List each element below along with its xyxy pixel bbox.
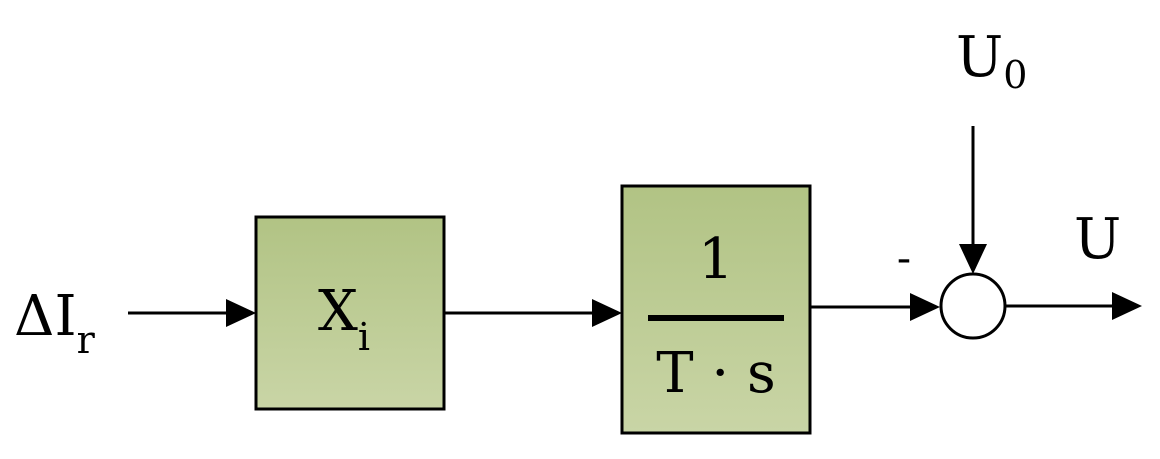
summing-junction: [939, 272, 1007, 340]
input-arrowhead: [226, 299, 256, 327]
integrator-block: 1 T · s: [620, 184, 812, 435]
reference-label-main: U: [956, 25, 1003, 90]
summing-minus-sign: -: [897, 236, 911, 282]
integrator-numerator: 1: [698, 227, 734, 292]
input-label-subscript: r: [77, 318, 96, 362]
gain-block-label-subscript: i: [358, 315, 370, 359]
gain-block: Xi: [254, 215, 446, 411]
gain-output-arrowhead: [592, 299, 622, 327]
reference-arrowhead: [959, 244, 987, 274]
input-label-main: ΔI: [14, 284, 77, 349]
gain-block-label-main: X: [318, 279, 358, 344]
output-arrowhead: [1112, 292, 1142, 320]
integrator-output-arrowhead: [910, 293, 940, 321]
input-label: ΔIr: [14, 284, 96, 362]
integrator-block-box: [620, 184, 812, 435]
output-label: U: [1074, 207, 1121, 272]
reference-label-subscript: 0: [1003, 53, 1027, 97]
integrator-denominator: T · s: [656, 341, 776, 406]
reference-label: U0: [956, 25, 1027, 97]
gain-block-label: Xi: [318, 279, 370, 359]
